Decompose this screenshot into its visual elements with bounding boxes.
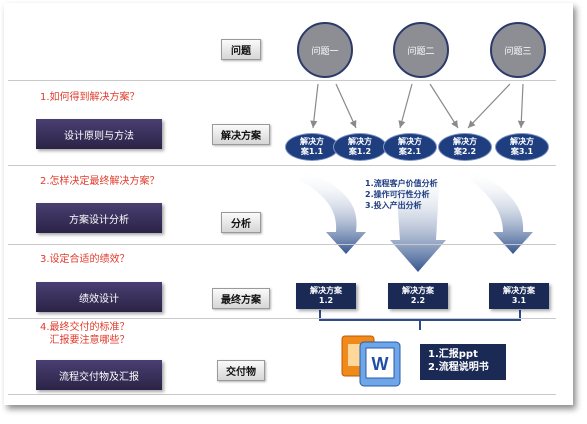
stage-performance-design: 绩效设计 xyxy=(36,282,162,312)
big-arrow-center xyxy=(390,170,446,272)
arrow-p2-s22 xyxy=(429,83,459,129)
arrow-p2-s21 xyxy=(398,83,413,129)
problem-circle-2: 问题二 xyxy=(393,22,449,78)
problem-circle-3: 问题三 xyxy=(490,22,546,78)
analysis-item: 3.投入产出分析 xyxy=(365,201,422,210)
question-1: 1.如何得到解决方案？ xyxy=(40,92,140,103)
row-separator xyxy=(8,394,556,395)
analysis-item: 1.流程客户价值分析 xyxy=(365,179,438,188)
label-analysis: 分析 xyxy=(221,212,261,233)
label-deliverable: 交付物 xyxy=(217,360,265,381)
final-solution-3-1: 解决方案 3.1 xyxy=(489,283,549,309)
solution-oval-2-1: 解决方 案2.1 xyxy=(383,133,437,161)
arrow-p3-s22 xyxy=(467,83,511,129)
arrow-p1-s12 xyxy=(335,83,357,129)
big-arrow-right xyxy=(470,170,533,254)
question-2: 2.怎样决定最终解决方案？ xyxy=(40,176,160,187)
problem-circle-1: 问题一 xyxy=(297,22,353,78)
solution-oval-3-1: 解决方 案3.1 xyxy=(495,133,549,161)
row-separator xyxy=(8,244,556,245)
deliverables-list: 1.汇报ppt 2.流程说明书 xyxy=(420,344,506,380)
svg-text:W: W xyxy=(372,354,389,374)
row-separator xyxy=(8,165,556,166)
label-solution: 解决方案 xyxy=(212,124,270,145)
big-arrow-left xyxy=(300,170,366,254)
arrow-p1-s11 xyxy=(310,83,319,129)
deliverable-item: 1.汇报ppt xyxy=(428,349,478,360)
label-final: 最终方案 xyxy=(212,288,270,309)
stage-deliverables-report: 流程交付物及汇报 xyxy=(36,360,162,390)
arrow-p3-s31 xyxy=(517,83,525,129)
office-documents-icon: W xyxy=(341,335,401,387)
stage-design-principles: 设计原则与方法 xyxy=(36,119,162,149)
solution-oval-1-2: 解决方 案1.2 xyxy=(333,133,387,161)
deliverable-item: 2.流程说明书 xyxy=(428,362,489,373)
solution-oval-1-1: 解决方 案1.1 xyxy=(285,133,339,161)
row-separator xyxy=(8,80,556,81)
question-4: 4.最终交付的标准？ 汇报要注意哪些？ xyxy=(40,322,130,346)
solution-oval-2-2: 解决方 案2.2 xyxy=(438,133,492,161)
row-separator xyxy=(8,318,556,319)
analysis-item: 2.操作可行性分析 xyxy=(365,190,430,199)
label-problem: 问题 xyxy=(221,39,261,60)
analysis-list: 1.流程客户价值分析 2.操作可行性分析 3.投入产出分析 xyxy=(365,178,438,211)
stage-solution-analysis: 方案设计分析 xyxy=(36,203,162,233)
question-3: 3.设定合适的绩效？ xyxy=(40,254,130,265)
final-solution-1-2: 解决方案 1.2 xyxy=(296,283,356,309)
final-solution-2-2: 解决方案 2.2 xyxy=(388,283,448,309)
